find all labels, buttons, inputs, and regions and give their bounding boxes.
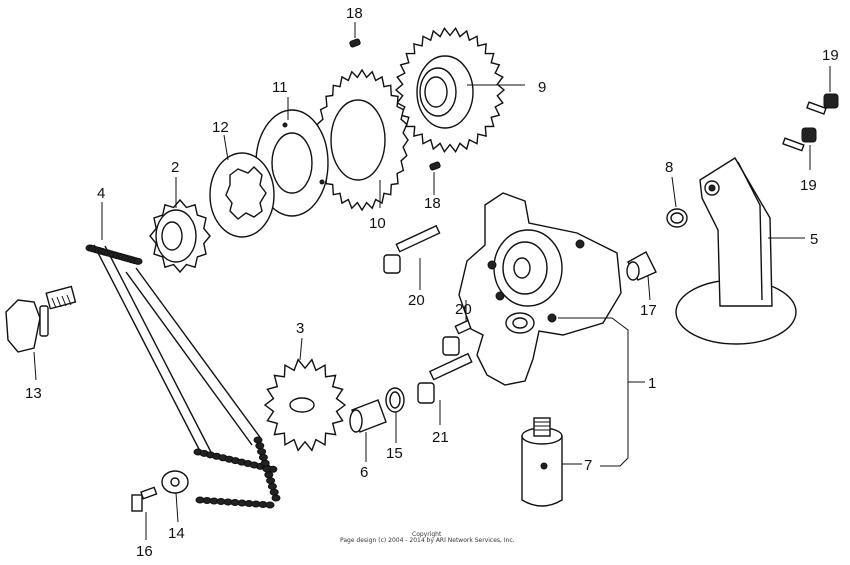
part-15-o-ring	[385, 387, 405, 413]
label-15: 15	[386, 445, 403, 462]
part-14-washer	[161, 470, 189, 494]
part-4-chain	[85, 244, 281, 509]
part-20-bolt-upper	[383, 224, 441, 274]
part-21-bolt	[417, 352, 473, 404]
label-18-lower: 18	[424, 195, 441, 212]
part-18-pin-upper	[349, 38, 361, 48]
label-18-upper: 18	[346, 5, 363, 22]
label-8: 8	[665, 159, 673, 176]
label-12: 12	[212, 119, 229, 136]
part-3-sprocket	[263, 358, 347, 452]
part-9-gear	[394, 27, 506, 153]
label-9: 9	[538, 79, 546, 96]
label-7: 7	[584, 457, 592, 474]
part-17-collar	[626, 251, 657, 281]
label-19-lower: 19	[800, 177, 817, 194]
part-12-damper-plate	[209, 152, 275, 238]
label-13: 13	[25, 385, 42, 402]
label-21: 21	[432, 429, 449, 446]
label-17: 17	[640, 302, 657, 319]
part-1-oil-pump	[458, 192, 622, 386]
copyright-notice: Copyright Page design (c) 2004 - 2014 by…	[340, 531, 515, 544]
part-19-bolt-upper	[806, 93, 839, 115]
label-6: 6	[360, 464, 368, 481]
label-16: 16	[136, 543, 153, 560]
label-2: 2	[171, 159, 179, 176]
copyright-text: Page design (c) 2004 - 2014 by ARI Netwo…	[340, 537, 515, 544]
part-19-bolt-lower	[782, 127, 817, 152]
part-5-oil-strainer	[675, 157, 797, 345]
part-18-pin-lower	[429, 161, 441, 171]
label-10: 10	[369, 215, 386, 232]
label-14: 14	[168, 525, 185, 542]
label-20-upper: 20	[408, 292, 425, 309]
label-1: 1	[648, 375, 656, 392]
part-labels: 18 9 11 12 2 4 10 18 8 5 19 19 20 20 17 …	[25, 5, 839, 560]
part-16-bolt	[131, 486, 158, 512]
part-8-o-ring	[666, 208, 688, 228]
part-13-bolt	[5, 285, 77, 353]
label-3: 3	[296, 320, 304, 337]
copyright-title: Copyright	[412, 531, 442, 538]
label-5: 5	[810, 231, 818, 248]
part-6-collar	[349, 399, 387, 433]
leader-lines	[33, 22, 831, 540]
part-10-gear	[315, 68, 409, 212]
label-20-lower: 20	[455, 301, 472, 318]
part-7-relief-valve	[521, 417, 563, 507]
label-19-upper: 19	[822, 47, 839, 64]
part-2-sprocket	[149, 198, 211, 274]
label-11: 11	[272, 79, 288, 96]
label-4: 4	[97, 185, 105, 202]
